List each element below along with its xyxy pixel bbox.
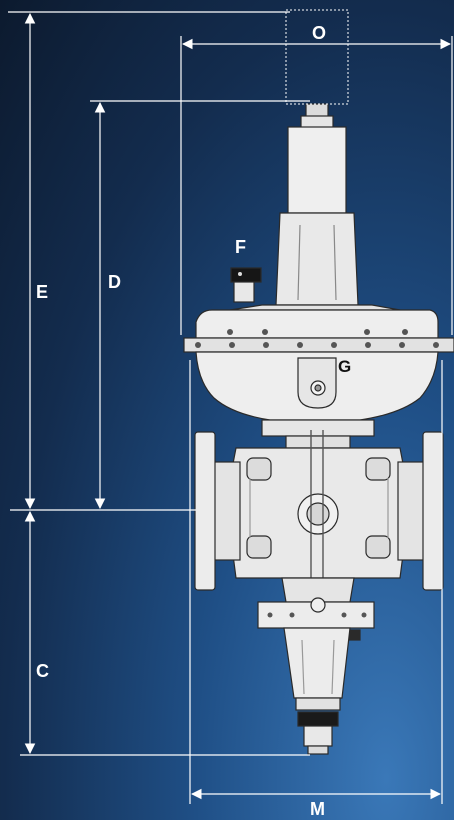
dimension-lines	[8, 9, 453, 804]
dim-label-d: D	[108, 272, 121, 292]
dim-label-g: G	[338, 357, 352, 376]
outlet-flange	[422, 431, 444, 591]
dim-o-box	[285, 9, 349, 105]
dim-label-e: E	[36, 282, 49, 302]
solenoid-f	[230, 267, 262, 303]
dim-label-f: F	[235, 237, 246, 257]
diaphragm-flange	[183, 337, 454, 353]
pressure-regulator-drawing	[183, 103, 454, 755]
inlet-flange	[194, 431, 216, 591]
spring-housing	[287, 126, 347, 214]
dim-label-c: C	[36, 661, 49, 681]
dim-label-m: M	[310, 799, 325, 819]
pilot-cone	[283, 627, 351, 699]
dim-label-o: O	[312, 23, 327, 43]
